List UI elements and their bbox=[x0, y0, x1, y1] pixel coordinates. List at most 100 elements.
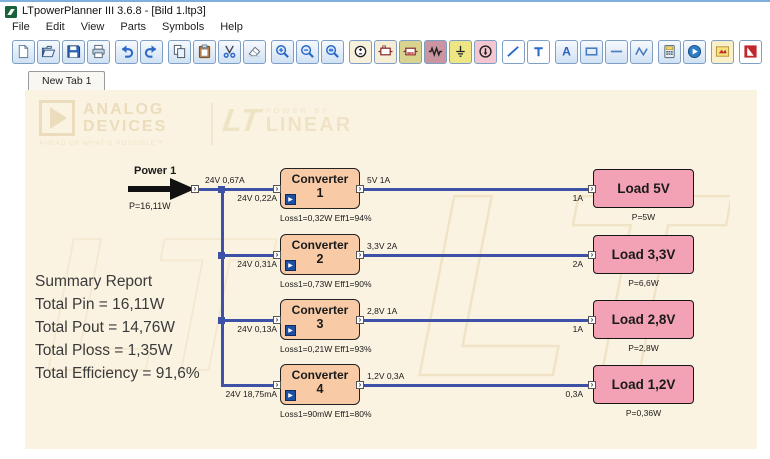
converter1-input-pin[interactable] bbox=[273, 184, 281, 193]
summary-total-pin: Total Pin = 16,11W bbox=[35, 296, 165, 313]
new-file-button[interactable] bbox=[12, 39, 35, 64]
tab-new-tab-1[interactable]: New Tab 1 bbox=[28, 71, 106, 90]
resistor-symbol-button[interactable] bbox=[424, 39, 447, 64]
converter3-loss-label: Loss1=0,21W Eff1=93% bbox=[280, 344, 372, 354]
converter3-input-pin[interactable] bbox=[273, 315, 281, 324]
zoom-in-button[interactable] bbox=[271, 39, 294, 64]
line-tool-button[interactable] bbox=[502, 39, 525, 64]
load1-box[interactable]: Load 5V bbox=[593, 169, 694, 208]
copy-button[interactable] bbox=[168, 39, 191, 64]
converter1-number: 1 bbox=[316, 185, 324, 200]
svg-text:LOSS: LOSS bbox=[407, 51, 414, 55]
load3-current-label: 1A bbox=[572, 323, 583, 334]
open-folder-button[interactable] bbox=[37, 39, 60, 64]
wire-bus-to-converter3 bbox=[221, 318, 280, 322]
zoom-fit-icon bbox=[325, 44, 340, 59]
run-tool-button[interactable] bbox=[683, 39, 706, 64]
power-source-arrow-icon[interactable] bbox=[128, 178, 196, 200]
current-source-symbol-button[interactable] bbox=[474, 39, 497, 64]
schematic-canvas[interactable]: ANALOG DEVICES AHEAD OF WHAT'S POSSIBLE™… bbox=[25, 90, 757, 449]
adi-watermark-tagline: AHEAD OF WHAT'S POSSIBLE™ bbox=[39, 140, 164, 147]
wire-converter4-to-load bbox=[364, 383, 591, 387]
ground-symbol-icon bbox=[453, 44, 468, 59]
source-output-label: 24V 0,67A bbox=[205, 175, 245, 185]
eraser-button[interactable] bbox=[243, 39, 266, 64]
load4-title: Load 1,2V bbox=[611, 377, 676, 392]
menu-symbols[interactable]: Symbols bbox=[162, 21, 205, 33]
adi-logo-button[interactable] bbox=[739, 39, 762, 64]
converter1-input-label: 24V 0,22A bbox=[237, 193, 277, 203]
save-button[interactable] bbox=[62, 39, 85, 64]
load1-power-label: P=5W bbox=[631, 211, 656, 222]
converter2-box[interactable]: Converter 2 bbox=[280, 234, 360, 275]
text-tool-button[interactable]: A bbox=[555, 39, 578, 64]
converter3-box[interactable]: Converter 3 bbox=[280, 299, 360, 340]
print-button[interactable] bbox=[87, 39, 110, 64]
tab-bar: New Tab 1 bbox=[0, 68, 770, 90]
converter2-output-pin[interactable] bbox=[356, 250, 364, 259]
source-symbol-button[interactable] bbox=[349, 39, 372, 64]
converter4-box[interactable]: Converter 4 bbox=[280, 364, 360, 405]
converter2-number: 2 bbox=[316, 251, 324, 266]
converter3-output-pin[interactable] bbox=[356, 315, 364, 324]
converter3-title: Converter bbox=[291, 302, 349, 317]
converter1-box[interactable]: Converter 1 bbox=[280, 168, 360, 209]
power-by-linear-watermark: LT POWER BY LINEAR bbox=[220, 102, 352, 138]
converter2-output-label: 3,3V 2A bbox=[367, 241, 398, 251]
load3-box[interactable]: Load 2,8V bbox=[593, 300, 694, 339]
load2-power-label: P=6,6W bbox=[628, 277, 659, 288]
undo-button[interactable] bbox=[115, 39, 138, 64]
paste-icon bbox=[197, 44, 212, 59]
menu-edit[interactable]: Edit bbox=[45, 21, 65, 33]
zoom-out-button[interactable] bbox=[296, 39, 319, 64]
load4-box[interactable]: Load 1,2V bbox=[593, 365, 694, 404]
converter-loss-symbol-button[interactable]: LOSS bbox=[399, 39, 422, 64]
toolbar: LOSS A bbox=[0, 35, 770, 68]
converter3-run-button[interactable] bbox=[285, 325, 296, 336]
polyline-tool-button[interactable] bbox=[630, 39, 653, 64]
redo-icon bbox=[144, 44, 159, 59]
menu-help[interactable]: Help bbox=[220, 21, 243, 33]
ground-symbol-button[interactable] bbox=[449, 39, 472, 64]
current-source-symbol-icon bbox=[478, 44, 493, 59]
load3-input-pin[interactable] bbox=[588, 315, 596, 324]
menu-view[interactable]: View bbox=[80, 21, 105, 33]
open-folder-icon bbox=[41, 44, 56, 59]
redo-button[interactable] bbox=[140, 39, 163, 64]
converter4-input-pin[interactable] bbox=[273, 380, 281, 389]
rect-tool-button[interactable] bbox=[580, 39, 603, 64]
calculator-tool-button[interactable] bbox=[658, 39, 681, 64]
load4-input-pin[interactable] bbox=[588, 380, 596, 389]
converter-symbol-button[interactable] bbox=[374, 39, 397, 64]
terminal-tool-button[interactable] bbox=[527, 39, 550, 64]
menu-file[interactable]: File bbox=[12, 21, 30, 33]
converter4-run-button[interactable] bbox=[285, 390, 296, 401]
load1-input-pin[interactable] bbox=[588, 184, 596, 193]
converter2-input-pin[interactable] bbox=[273, 250, 281, 259]
source-symbol-icon bbox=[353, 44, 368, 59]
lt-logo-watermark-icon: LT bbox=[220, 102, 263, 138]
converter4-output-pin[interactable] bbox=[356, 380, 364, 389]
load2-input-pin[interactable] bbox=[588, 250, 596, 259]
export-tool-button[interactable] bbox=[711, 39, 734, 64]
converter4-title: Converter bbox=[291, 367, 349, 382]
hline-tool-button[interactable] bbox=[605, 39, 628, 64]
window-titlebar: LTpowerPlanner III 3.6.8 - [Bild 1.ltp3] bbox=[0, 2, 770, 19]
summary-title: Summary Report bbox=[35, 273, 153, 290]
watermark-divider bbox=[211, 103, 213, 145]
converter1-output-pin[interactable] bbox=[356, 184, 364, 193]
cut-button[interactable] bbox=[218, 39, 241, 64]
wire-bus-to-converter4 bbox=[221, 383, 280, 387]
eraser-icon bbox=[247, 44, 262, 59]
load4-power-label: P=0,36W bbox=[625, 407, 662, 418]
power-source-power-label: P=16,11W bbox=[129, 201, 171, 211]
converter1-run-button[interactable] bbox=[285, 194, 296, 205]
paste-button[interactable] bbox=[193, 39, 216, 64]
export-tool-icon bbox=[715, 44, 730, 59]
menu-parts[interactable]: Parts bbox=[120, 21, 147, 33]
zoom-fit-button[interactable] bbox=[321, 39, 344, 64]
power-source-output-pin[interactable] bbox=[191, 184, 199, 193]
converter2-run-button[interactable] bbox=[285, 260, 296, 271]
load2-box[interactable]: Load 3,3V bbox=[593, 235, 694, 274]
